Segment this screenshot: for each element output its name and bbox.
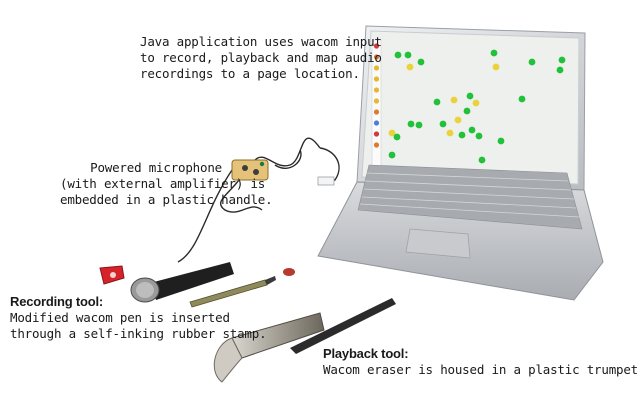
caption-line: recordings to a page location. <box>140 66 360 81</box>
caption-line: Powered microphone <box>90 160 222 175</box>
circuit-board <box>231 159 269 181</box>
caption-line: (with external amplifier) is <box>60 176 266 191</box>
caption-line: embedded in a plastic handle. <box>60 192 273 207</box>
keyboard <box>357 164 583 230</box>
palette-sidebar <box>371 39 382 177</box>
microphone <box>99 262 234 303</box>
caption-line: Java application uses wacom input <box>140 34 382 49</box>
caption-microphone: Powered microphone (with external amplif… <box>60 160 273 208</box>
caption-line: through a self-inking rubber stamp. <box>10 326 267 341</box>
caption-line: Modified wacom pen is inserted <box>10 310 230 325</box>
caption-line: to record, playback and map audio <box>140 50 382 65</box>
laptop <box>317 25 604 301</box>
caption-line: Wacom eraser is housed in a plastic trum… <box>323 362 640 377</box>
screen-dots <box>388 49 566 164</box>
caption-title: Recording tool: <box>10 294 104 309</box>
eraser-stylus <box>290 298 396 354</box>
trackpad <box>405 228 471 259</box>
caption-recording-tool: Recording tool: Modified wacom pen is in… <box>10 294 267 342</box>
caption-title: Playback tool: <box>323 346 409 361</box>
keyboard-rows <box>359 172 580 218</box>
caption-java-application: Java application uses wacom input to rec… <box>140 34 382 82</box>
recording-pen <box>189 268 295 308</box>
playback-trumpet <box>213 312 325 383</box>
laptop-screen <box>361 30 580 185</box>
cables-and-circuit <box>177 137 340 263</box>
caption-playback-tool: Playback tool: Wacom eraser is housed in… <box>323 346 640 378</box>
